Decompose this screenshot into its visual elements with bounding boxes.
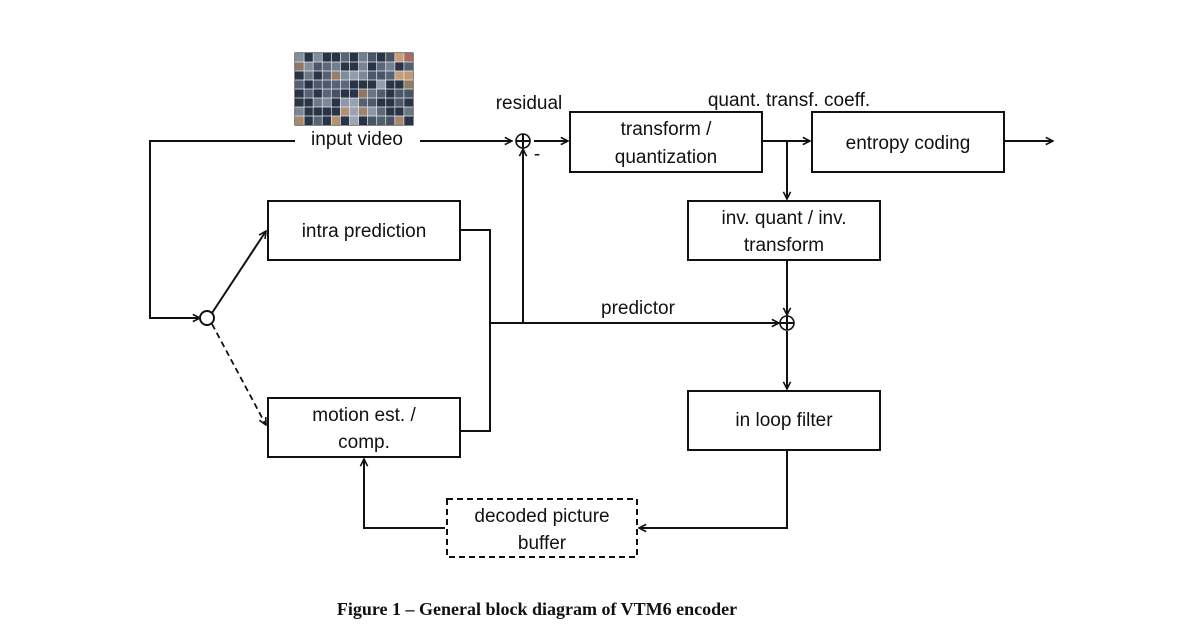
switch-to-motion-dashed-arrow — [211, 323, 266, 425]
entropy-coding-block: entropy coding — [811, 111, 1005, 173]
inverse-quant-label-line1: inv. quant / inv. — [722, 208, 847, 229]
figure-caption: Figure 1 – General block diagram of VTM6… — [337, 599, 737, 619]
predictor-label: predictor — [601, 298, 676, 319]
entropy-coding-label: entropy coding — [846, 133, 971, 154]
intra-prediction-block: intra prediction — [267, 200, 461, 261]
reconstruction-sum-node — [779, 315, 795, 331]
connection-lines — [149, 140, 1053, 529]
input-to-switch-arrow — [149, 140, 295, 318]
prediction-mode-switch — [199, 310, 215, 326]
decoded-picture-buffer-label-line1: decoded picture — [474, 506, 609, 527]
residual-sum-node — [515, 133, 531, 149]
motion-estimation-label-line1: motion est. / — [312, 405, 416, 426]
transform-quantization-block: transform / quantization — [569, 111, 763, 173]
decoded-picture-buffer-label-line2: buffer — [518, 533, 567, 554]
filter-to-buffer-arrow — [639, 450, 788, 528]
in-loop-filter-label: in loop filter — [735, 410, 833, 431]
residual-label: residual — [496, 93, 563, 114]
transform-quantization-label-line1: transform / — [621, 119, 713, 140]
inverse-quant-transform-block: inv. quant / inv. transform — [687, 200, 881, 261]
in-loop-filter-block: in loop filter — [687, 390, 881, 451]
motion-estimation-label-line2: comp. — [338, 432, 390, 453]
input-video-label: input video — [311, 129, 403, 150]
motion-estimation-block: motion est. / comp. — [267, 397, 461, 458]
input-video-thumbnail — [294, 52, 414, 126]
inverse-quant-label-line2: transform — [744, 235, 824, 256]
intra-prediction-label: intra prediction — [302, 221, 427, 242]
minus-sign: - — [534, 144, 540, 165]
buffer-to-motion-arrow — [364, 459, 445, 529]
predictor-collector-line — [460, 229, 491, 432]
quant-transf-coeff-label: quant. transf. coeff. — [708, 90, 870, 111]
switch-to-intra-arrow — [211, 231, 266, 314]
transform-quantization-label-line2: quantization — [615, 147, 717, 168]
input-video-label-background — [296, 126, 420, 152]
decoded-picture-buffer-block: decoded picture buffer — [446, 498, 638, 558]
